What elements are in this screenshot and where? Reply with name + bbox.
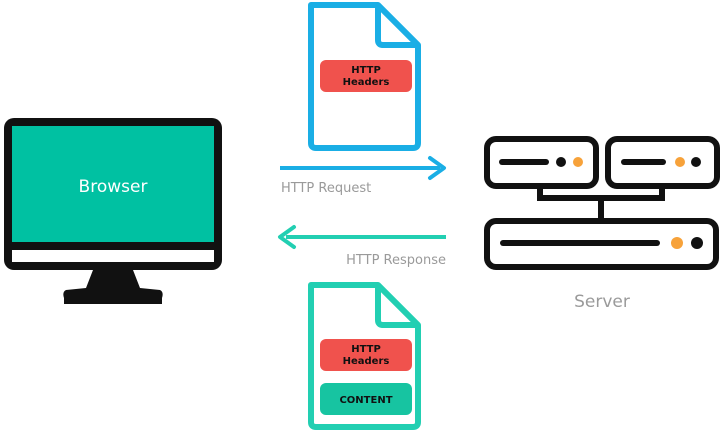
response-arrow-head bbox=[278, 225, 296, 249]
response-headers-pill bbox=[320, 339, 412, 371]
server-unit-top-right bbox=[605, 136, 720, 189]
request-document: HTTP Headers bbox=[308, 2, 421, 151]
server-unit-top-left-led-orange bbox=[573, 157, 583, 167]
request-headers-label-line2: Headers bbox=[343, 77, 390, 88]
response-document-fold bbox=[375, 285, 418, 328]
response-content-pill bbox=[320, 383, 412, 415]
request-headers-label-line1: HTTP bbox=[351, 65, 381, 76]
response-content-label: CONTENT bbox=[339, 395, 392, 406]
server-unit-bottom-slot bbox=[500, 240, 660, 246]
request-arrow: HTTP Request bbox=[280, 156, 446, 196]
response-document: HTTP Headers CONTENT bbox=[308, 282, 421, 430]
server-unit-top-left-slot bbox=[499, 159, 549, 165]
server-unit-top-right-led-orange bbox=[675, 157, 685, 167]
request-document-fold bbox=[375, 5, 418, 48]
monitor-stand bbox=[63, 270, 163, 304]
response-headers-label-line1: HTTP bbox=[351, 344, 381, 355]
server-unit-top-right-slot bbox=[621, 159, 666, 165]
server: Server bbox=[484, 136, 720, 312]
response-arrow: HTTP Response bbox=[278, 225, 446, 268]
server-unit-top-right-led-black bbox=[691, 157, 701, 167]
request-headers-pill bbox=[320, 60, 412, 92]
browser-monitor: Browser bbox=[4, 118, 222, 304]
server-unit-top-left-led-black bbox=[556, 157, 566, 167]
response-headers-label-line2: Headers bbox=[343, 356, 390, 367]
server-unit-bottom bbox=[484, 218, 719, 270]
monitor-bezel-bottom bbox=[12, 250, 214, 262]
monitor-screen bbox=[12, 126, 214, 242]
request-arrow-head bbox=[428, 156, 446, 180]
request-label: HTTP Request bbox=[281, 181, 371, 196]
server-unit-top-left bbox=[484, 136, 599, 189]
server-unit-bottom-led-orange bbox=[671, 237, 683, 249]
response-label: HTTP Response bbox=[346, 253, 446, 268]
server-unit-bottom-led-black bbox=[691, 237, 703, 249]
server-label: Server bbox=[574, 292, 630, 312]
browser-label: Browser bbox=[79, 177, 148, 197]
